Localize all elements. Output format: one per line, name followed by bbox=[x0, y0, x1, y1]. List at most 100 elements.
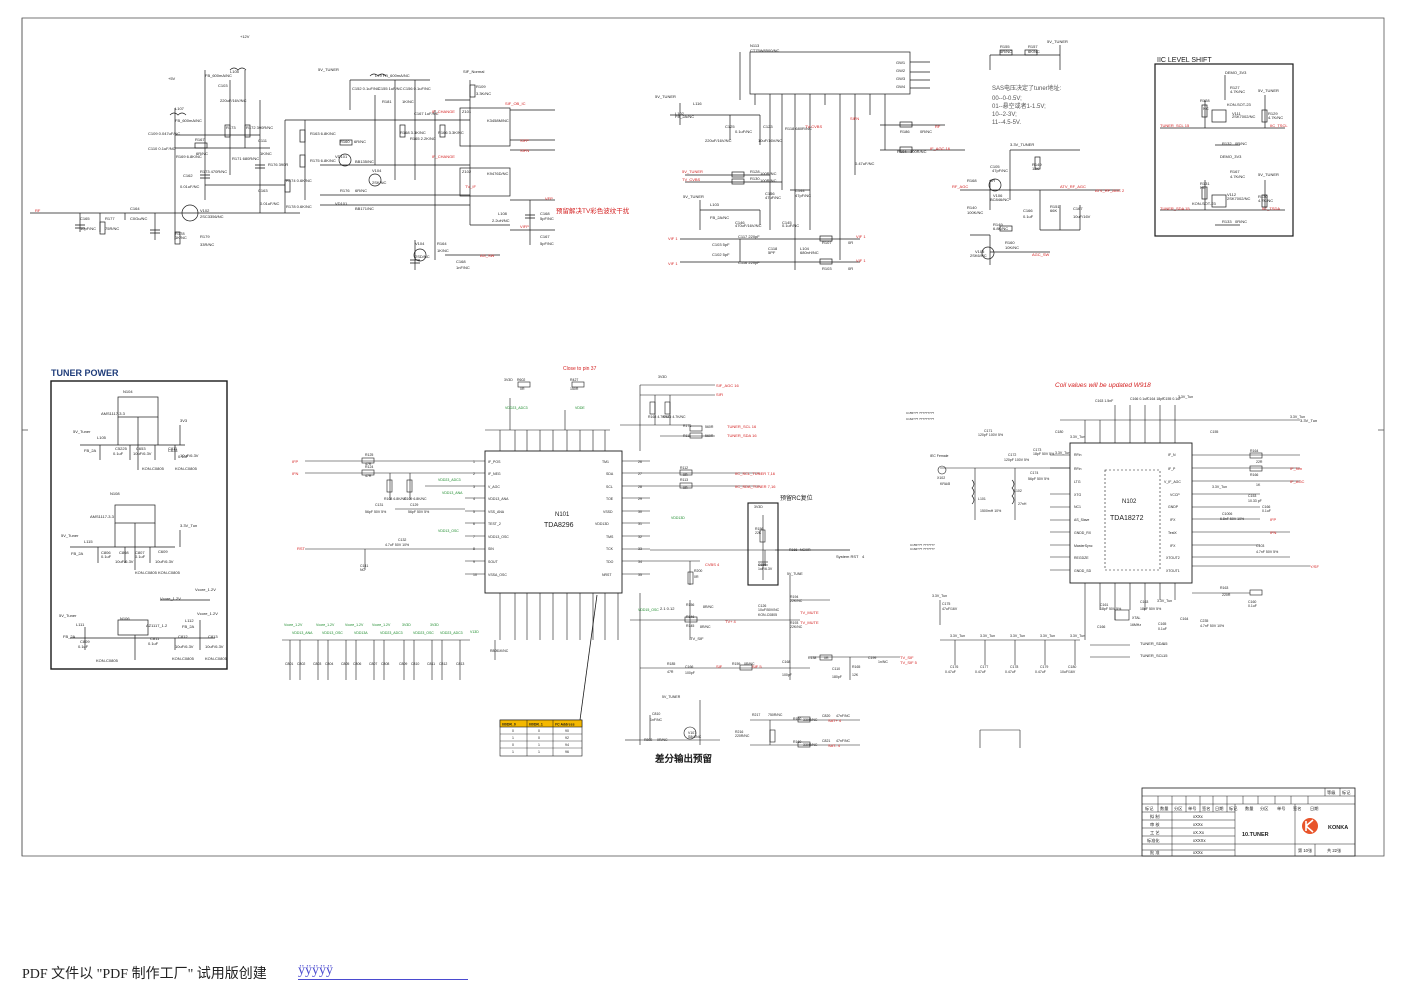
title-block-name: xX.Xx bbox=[1193, 830, 1205, 835]
svg-text:R181: R181 bbox=[382, 99, 392, 104]
address-table-cell: 94 bbox=[565, 743, 569, 747]
svg-text:C156: C156 bbox=[765, 191, 775, 196]
svg-text:IFP: IFP bbox=[1270, 517, 1277, 522]
svg-text:6R/NC: 6R/NC bbox=[354, 139, 366, 144]
svg-text:R113: R113 bbox=[680, 478, 688, 482]
svg-text:N104: N104 bbox=[123, 389, 133, 394]
svg-text:R174 0.6K/NC: R174 0.6K/NC bbox=[286, 178, 312, 183]
svg-text:TV_CVBS: TV_CVBS bbox=[682, 177, 701, 182]
svg-text:560R: 560R bbox=[705, 425, 714, 429]
svg-text:ATV_RF_AGC: ATV_RF_AGC bbox=[1060, 184, 1086, 189]
svg-text:SIN: SIN bbox=[488, 547, 494, 551]
svg-text:FB_2A: FB_2A bbox=[63, 634, 76, 639]
svg-text:C653: C653 bbox=[136, 446, 146, 451]
n102-part: TDA18272 bbox=[1110, 515, 1144, 522]
svg-text:56pF 50V 5%: 56pF 50V 5% bbox=[365, 510, 386, 514]
svg-text:3.3V_Tun: 3.3V_Tun bbox=[1157, 599, 1172, 603]
pdf-footer-link[interactable]: ÿÿÿÿÿ bbox=[298, 963, 333, 978]
svg-text:1K/NC: 1K/NC bbox=[498, 649, 509, 653]
svg-text:VIF 1: VIF 1 bbox=[668, 236, 678, 241]
svg-text:2: 2 bbox=[473, 472, 475, 476]
svg-text:KRA/8: KRA/8 bbox=[940, 482, 950, 486]
svg-text:0.1uF: 0.1uF bbox=[178, 454, 189, 459]
svg-text:1nF/NC: 1nF/NC bbox=[456, 265, 470, 270]
sas-divider bbox=[989, 45, 1061, 70]
svg-text:R145: R145 bbox=[686, 624, 694, 628]
svg-text:10uF/6.3V: 10uF/6.3V bbox=[180, 453, 199, 458]
svg-text:C1006: C1006 bbox=[1222, 512, 1232, 516]
svg-text:VD101: VD101 bbox=[335, 154, 348, 159]
svg-text:TV_SIF 5: TV_SIF 5 bbox=[900, 660, 918, 665]
svg-text:5V_Tuner: 5V_Tuner bbox=[61, 533, 79, 538]
svg-text:TEST_2: TEST_2 bbox=[488, 522, 501, 526]
svg-text:TV_IF: TV_IF bbox=[465, 184, 476, 189]
n113-resistors bbox=[731, 49, 1038, 265]
svg-text:C167: C167 bbox=[1073, 206, 1083, 211]
svg-text:VDD23_ADC3: VDD23_ADC3 bbox=[505, 406, 528, 410]
svg-text:+12V: +12V bbox=[240, 34, 250, 39]
svg-text:100pF: 100pF bbox=[782, 673, 792, 677]
svg-text:VDD13_ANA: VDD13_ANA bbox=[488, 497, 509, 501]
svg-text:2SK7002/NC: 2SK7002/NC bbox=[1232, 114, 1255, 119]
svg-text:15: 15 bbox=[1163, 653, 1168, 658]
svg-text:5V_TUNER: 5V_TUNER bbox=[1258, 172, 1279, 177]
svg-text:3.3V_Tun: 3.3V_Tun bbox=[1070, 634, 1085, 638]
svg-text:VIF 1: VIF 1 bbox=[856, 258, 866, 263]
rev-header: 分区 bbox=[1174, 805, 1182, 812]
rf-agc-block bbox=[960, 149, 1120, 265]
n102-ref: N102 bbox=[1122, 499, 1137, 505]
svg-text:TV_MUTE: TV_MUTE bbox=[800, 620, 819, 625]
svg-text:10uF/6.3V: 10uF/6.3V bbox=[205, 644, 224, 649]
n101-red-labels: IFP IFN RST SIF_AGC 16 SIFI TUNER_SCL 16… bbox=[292, 383, 918, 748]
svg-text:5V_Tuner: 5V_Tuner bbox=[73, 429, 91, 434]
svg-text:3.3V_Tun: 3.3V_Tun bbox=[932, 594, 947, 598]
svg-text:R128: R128 bbox=[750, 169, 760, 174]
svg-text:VCCP: VCCP bbox=[1170, 493, 1180, 497]
svg-text:R160: R160 bbox=[340, 139, 350, 144]
rev-header: 标记 bbox=[1145, 805, 1154, 812]
cn-filter-note: 预留解决TV彩色波纹干扰 bbox=[556, 206, 630, 215]
svg-text:0R/NC: 0R/NC bbox=[1235, 141, 1247, 146]
svg-text:TUNER_SCL 16: TUNER_SCL 16 bbox=[727, 424, 757, 429]
svg-text:IFN: IFN bbox=[292, 471, 299, 476]
svg-text:R178 0.6K/NC: R178 0.6K/NC bbox=[286, 204, 312, 209]
svg-text:IF_POS: IF_POS bbox=[488, 460, 501, 464]
svg-text:R103: R103 bbox=[822, 266, 832, 271]
svg-text:R160: R160 bbox=[1005, 240, 1015, 245]
svg-text:30: 30 bbox=[638, 510, 642, 514]
svg-text:C103: C103 bbox=[218, 83, 228, 88]
svg-text:C808: C808 bbox=[381, 662, 389, 666]
svg-text:IIC_TSDA: IIC_TSDA bbox=[1262, 206, 1280, 211]
svg-text:C179: C179 bbox=[1040, 665, 1048, 669]
svg-text:28: 28 bbox=[638, 485, 642, 489]
svg-text:XTAL: XTAL bbox=[1132, 616, 1141, 620]
svg-text:10uF/50V/NC: 10uF/50V/NC bbox=[758, 608, 780, 612]
svg-text:C812: C812 bbox=[439, 662, 447, 666]
n101-pin-labels: IF_POS IF_NEG V_AGC VDD13_ANA VSS_ANA TE… bbox=[360, 375, 888, 747]
rev-header: 日期 bbox=[1310, 806, 1318, 812]
svg-text:C166??? ???????: C166??? ??????? bbox=[910, 547, 935, 551]
svg-text:VD101: VD101 bbox=[335, 201, 348, 206]
svg-text:R805: R805 bbox=[490, 649, 498, 653]
svg-text:C812: C812 bbox=[178, 634, 188, 639]
title-block-name: xXXx bbox=[1193, 822, 1204, 827]
svg-text:V105: V105 bbox=[975, 249, 985, 254]
svg-text:IFP: IFP bbox=[292, 459, 299, 464]
svg-text:C155 0.1uF: C155 0.1uF bbox=[1163, 397, 1181, 401]
svg-text:R131: R131 bbox=[1200, 181, 1210, 186]
svg-text:RF: RF bbox=[935, 124, 941, 129]
svg-text:100K/NC: 100K/NC bbox=[967, 210, 983, 215]
svg-text:L112: L112 bbox=[185, 618, 194, 623]
svg-text:SIFP: SIFP bbox=[520, 138, 529, 143]
svg-text:C155??? ?????????: C155??? ????????? bbox=[906, 411, 934, 415]
svg-text:3.3V_Tun: 3.3V_Tun bbox=[1290, 415, 1305, 419]
svg-text:470uF/16V/NC: 470uF/16V/NC bbox=[735, 223, 762, 228]
svg-text:C177: C177 bbox=[980, 665, 988, 669]
svg-text:KON-SOT-23: KON-SOT-23 bbox=[1227, 102, 1252, 107]
svg-text:RFin: RFin bbox=[1074, 467, 1081, 471]
svg-text:C162: C162 bbox=[183, 173, 193, 178]
svg-text:SAT+ 4: SAT+ 4 bbox=[828, 718, 842, 723]
svg-text:0.1uF: 0.1uF bbox=[148, 641, 159, 646]
svg-text:NC: NC bbox=[1200, 185, 1206, 190]
svg-text:C807: C807 bbox=[369, 662, 377, 666]
